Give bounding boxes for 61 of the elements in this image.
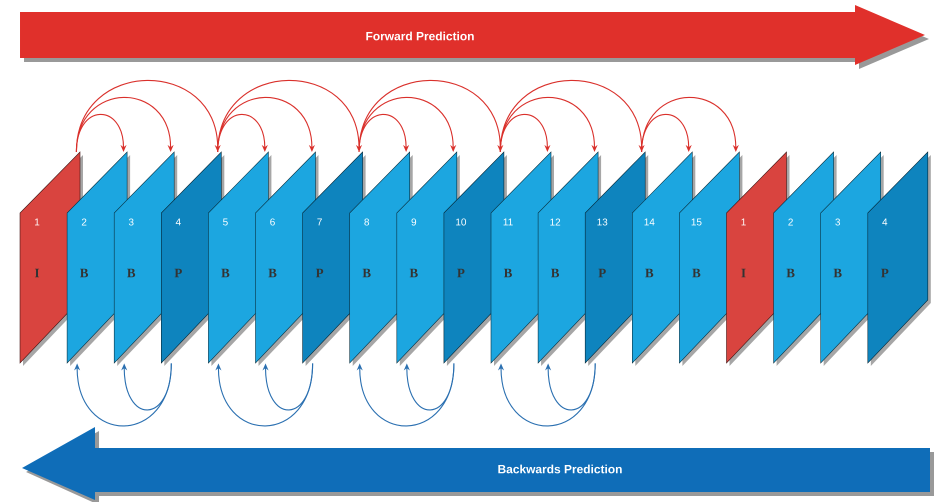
frame-number: 3 [128, 218, 134, 226]
frame-number: 4 [882, 218, 888, 226]
frame-number: 2 [788, 218, 793, 226]
arrow [404, 363, 454, 410]
arrow [356, 363, 454, 426]
frame-number: 5 [223, 218, 228, 226]
arrow [500, 80, 645, 152]
frame-number: 7 [317, 218, 322, 226]
frame-type-letter: B [834, 268, 842, 278]
frame-number: 15 [692, 218, 702, 226]
frame-type-letter: P [881, 268, 888, 278]
arrow [358, 114, 410, 152]
frame-type-letter: B [221, 268, 230, 278]
arrow [76, 80, 221, 152]
video-frame [868, 151, 931, 366]
frame-type-letter: B [268, 268, 276, 278]
arrow [217, 97, 315, 152]
frame-type-letter: I [741, 268, 746, 278]
arrow [500, 97, 598, 152]
frame-number: 13 [597, 218, 608, 226]
frame-number: 9 [412, 218, 416, 226]
arrow [215, 363, 314, 426]
frame-number: 1 [742, 218, 746, 226]
frame-type-letter: B [504, 268, 512, 278]
frame-number: 6 [270, 218, 275, 226]
arrow [74, 363, 172, 426]
arrow [217, 80, 362, 152]
frame-type-letter: B [410, 268, 418, 278]
frame-number: 2 [82, 218, 86, 226]
arrow [76, 97, 174, 152]
arrow [498, 363, 596, 426]
frame-type-letter: B [645, 268, 654, 278]
frame-type-letter: B [692, 268, 700, 278]
arrow [500, 114, 550, 152]
frame-type-letter: B [127, 268, 136, 278]
arrow [641, 114, 692, 152]
frame-number: 3 [835, 218, 840, 226]
frame-type-letter: P [598, 268, 606, 278]
arrow [217, 114, 268, 152]
frame-number: 11 [504, 218, 513, 226]
arrow [641, 97, 739, 152]
frame-type-letter: B [551, 268, 560, 278]
frame-type-letter: P [457, 268, 464, 278]
frame-type-letter: B [80, 268, 88, 278]
frame-number: 10 [456, 218, 466, 226]
arrow [358, 80, 504, 152]
frame-number: 14 [644, 218, 655, 226]
frame-type-letter: B [362, 268, 371, 278]
frame-type-letter: B [786, 268, 795, 278]
frame-number: 1 [35, 218, 40, 226]
arrow [121, 363, 172, 410]
frame-number: 12 [550, 218, 560, 226]
frame-type-letter: P [174, 268, 182, 278]
arrow [545, 363, 596, 410]
frame-number: 4 [176, 218, 181, 226]
arrow [358, 97, 456, 152]
frame-number: 8 [364, 218, 370, 226]
frame-type-letter: P [316, 268, 324, 278]
arrow [262, 363, 314, 410]
frame-type-letter: I [34, 268, 40, 278]
arrow [76, 114, 127, 152]
